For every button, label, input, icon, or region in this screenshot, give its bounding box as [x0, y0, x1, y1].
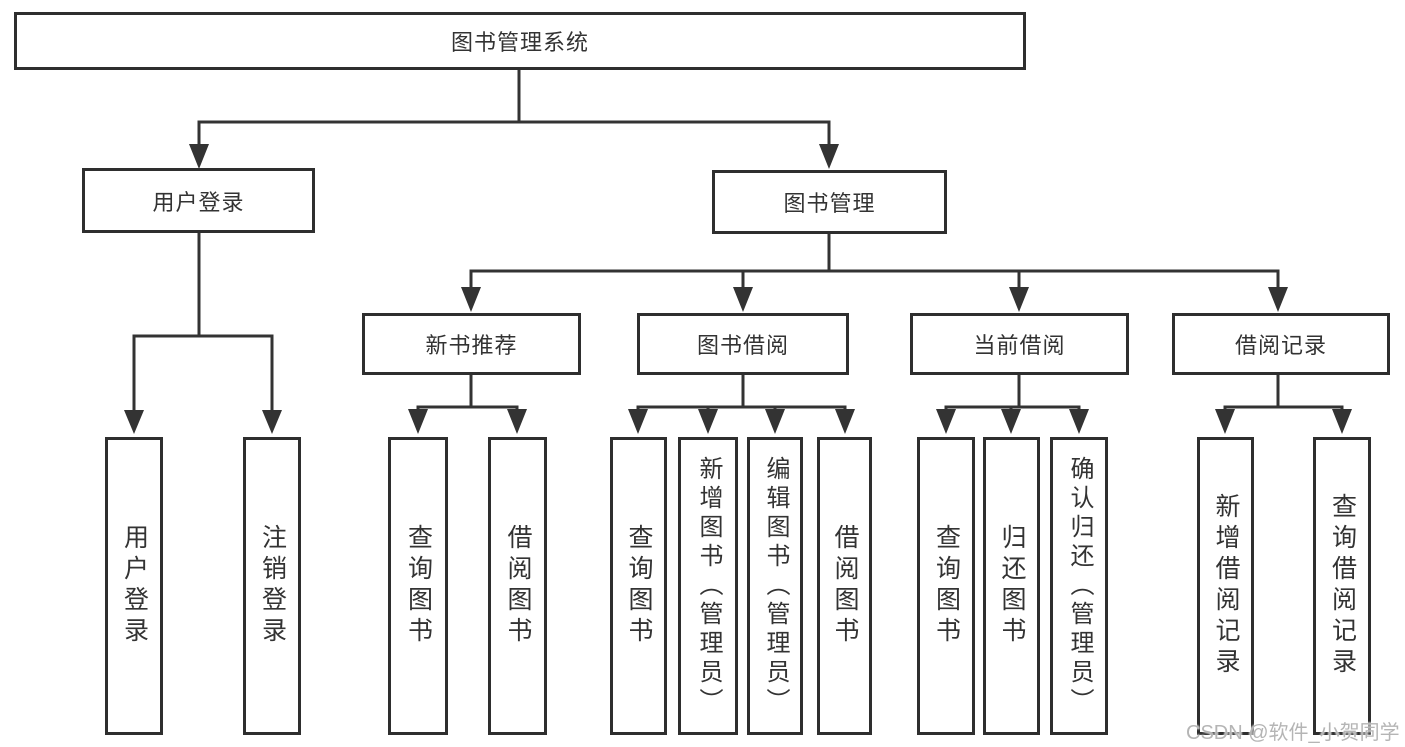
- leaf-label: 新增图书（管理员）: [695, 455, 722, 717]
- node-book-management: 图书管理: [712, 170, 947, 234]
- arrow-down-icon: [262, 410, 282, 434]
- node-new-book-recommend: 新书推荐: [362, 313, 581, 375]
- leaf-label: 编辑图书（管理员）: [762, 455, 789, 717]
- arrow-down-icon: [835, 409, 855, 434]
- branch-book-management: [469, 232, 1280, 291]
- leaf-confirm-return-admin: 确认归还（管理员）: [1050, 437, 1108, 735]
- arrow-down-icon: [189, 144, 209, 169]
- node-book-borrow-label: 图书借阅: [696, 333, 789, 358]
- branch-user-login-arrowheads: [124, 410, 282, 434]
- branch-current-borrow-arrowheads: [936, 409, 1089, 434]
- node-book-borrow: 图书借阅: [637, 313, 849, 375]
- arrow-down-icon: [1001, 409, 1021, 434]
- leaf-label: 新增借阅记录: [1212, 493, 1240, 679]
- branch-user-login: [132, 231, 274, 414]
- leaf-label: 借阅图书: [504, 524, 532, 648]
- branch-book-borrow: [636, 373, 847, 413]
- branch-borrow-records-arrowheads: [1215, 409, 1352, 434]
- leaf-query-books-current: 查询图书: [917, 437, 975, 735]
- arrow-down-icon: [628, 409, 648, 434]
- arrow-down-icon: [819, 144, 839, 169]
- leaf-query-borrow-record: 查询借阅记录: [1313, 437, 1371, 735]
- arrow-down-icon: [765, 409, 785, 434]
- branch-book-management-arrowheads: [461, 287, 1288, 312]
- arrow-down-icon: [461, 287, 481, 312]
- arrow-down-icon: [733, 287, 753, 312]
- leaf-query-books-recommend: 查询图书: [388, 437, 448, 735]
- node-borrow-records: 借阅记录: [1172, 313, 1390, 375]
- node-new-book-recommend-label: 新书推荐: [425, 333, 518, 358]
- watermark: CSDN @软件_小贺同学: [1186, 722, 1400, 744]
- leaf-add-borrow-record: 新增借阅记录: [1197, 437, 1254, 735]
- arrow-down-icon: [936, 409, 956, 434]
- arrow-down-icon: [1009, 287, 1029, 312]
- arrow-down-icon: [1069, 409, 1089, 434]
- leaf-label: 注销登录: [258, 524, 287, 648]
- leaf-return-books: 归还图书: [983, 437, 1040, 735]
- leaf-add-books-admin: 新增图书（管理员）: [678, 437, 738, 735]
- leaf-label: 借阅图书: [831, 524, 859, 648]
- node-user-login: 用户登录: [82, 168, 315, 233]
- node-current-borrow-label: 当前借阅: [973, 333, 1066, 358]
- branch-borrow-records: [1223, 373, 1344, 413]
- arrow-down-icon: [408, 409, 428, 434]
- branch-current-borrow: [944, 373, 1081, 413]
- leaf-label: 查询图书: [932, 524, 961, 648]
- leaf-logout: 注销登录: [243, 437, 301, 735]
- leaf-label: 用户登录: [120, 524, 149, 648]
- arrow-down-icon: [507, 409, 527, 434]
- leaf-user-login: 用户登录: [105, 437, 163, 735]
- leaf-borrow-books: 借阅图书: [817, 437, 872, 735]
- node-root-label: 图书管理系统: [450, 30, 589, 55]
- branch-root-arrowheads: [189, 144, 839, 169]
- branch-new-book-recommend: [416, 373, 519, 413]
- arrow-down-icon: [1332, 409, 1352, 434]
- branch-root: [197, 68, 831, 148]
- leaf-label: 确认归还（管理员）: [1066, 455, 1093, 717]
- node-current-borrow: 当前借阅: [910, 313, 1129, 375]
- node-root: 图书管理系统: [14, 12, 1026, 70]
- leaf-label: 查询图书: [625, 524, 653, 648]
- leaf-label: 归还图书: [998, 524, 1026, 648]
- leaf-label: 查询图书: [404, 524, 433, 648]
- arrow-down-icon: [124, 410, 144, 434]
- leaf-edit-books-admin: 编辑图书（管理员）: [747, 437, 803, 735]
- node-borrow-records-label: 借阅记录: [1234, 333, 1327, 358]
- arrow-down-icon: [1215, 409, 1235, 434]
- node-book-management-label: 图书管理: [783, 191, 876, 216]
- arrow-down-icon: [1268, 287, 1288, 312]
- arrow-down-icon: [698, 409, 718, 434]
- branch-new-book-recommend-arrowheads: [408, 409, 527, 434]
- branch-book-borrow-arrowheads: [628, 409, 855, 434]
- node-user-login-label: 用户登录: [152, 189, 245, 215]
- leaf-borrow-books-recommend: 借阅图书: [488, 437, 547, 735]
- leaf-query-books-borrow: 查询图书: [610, 437, 667, 735]
- leaf-label: 查询借阅记录: [1328, 493, 1357, 679]
